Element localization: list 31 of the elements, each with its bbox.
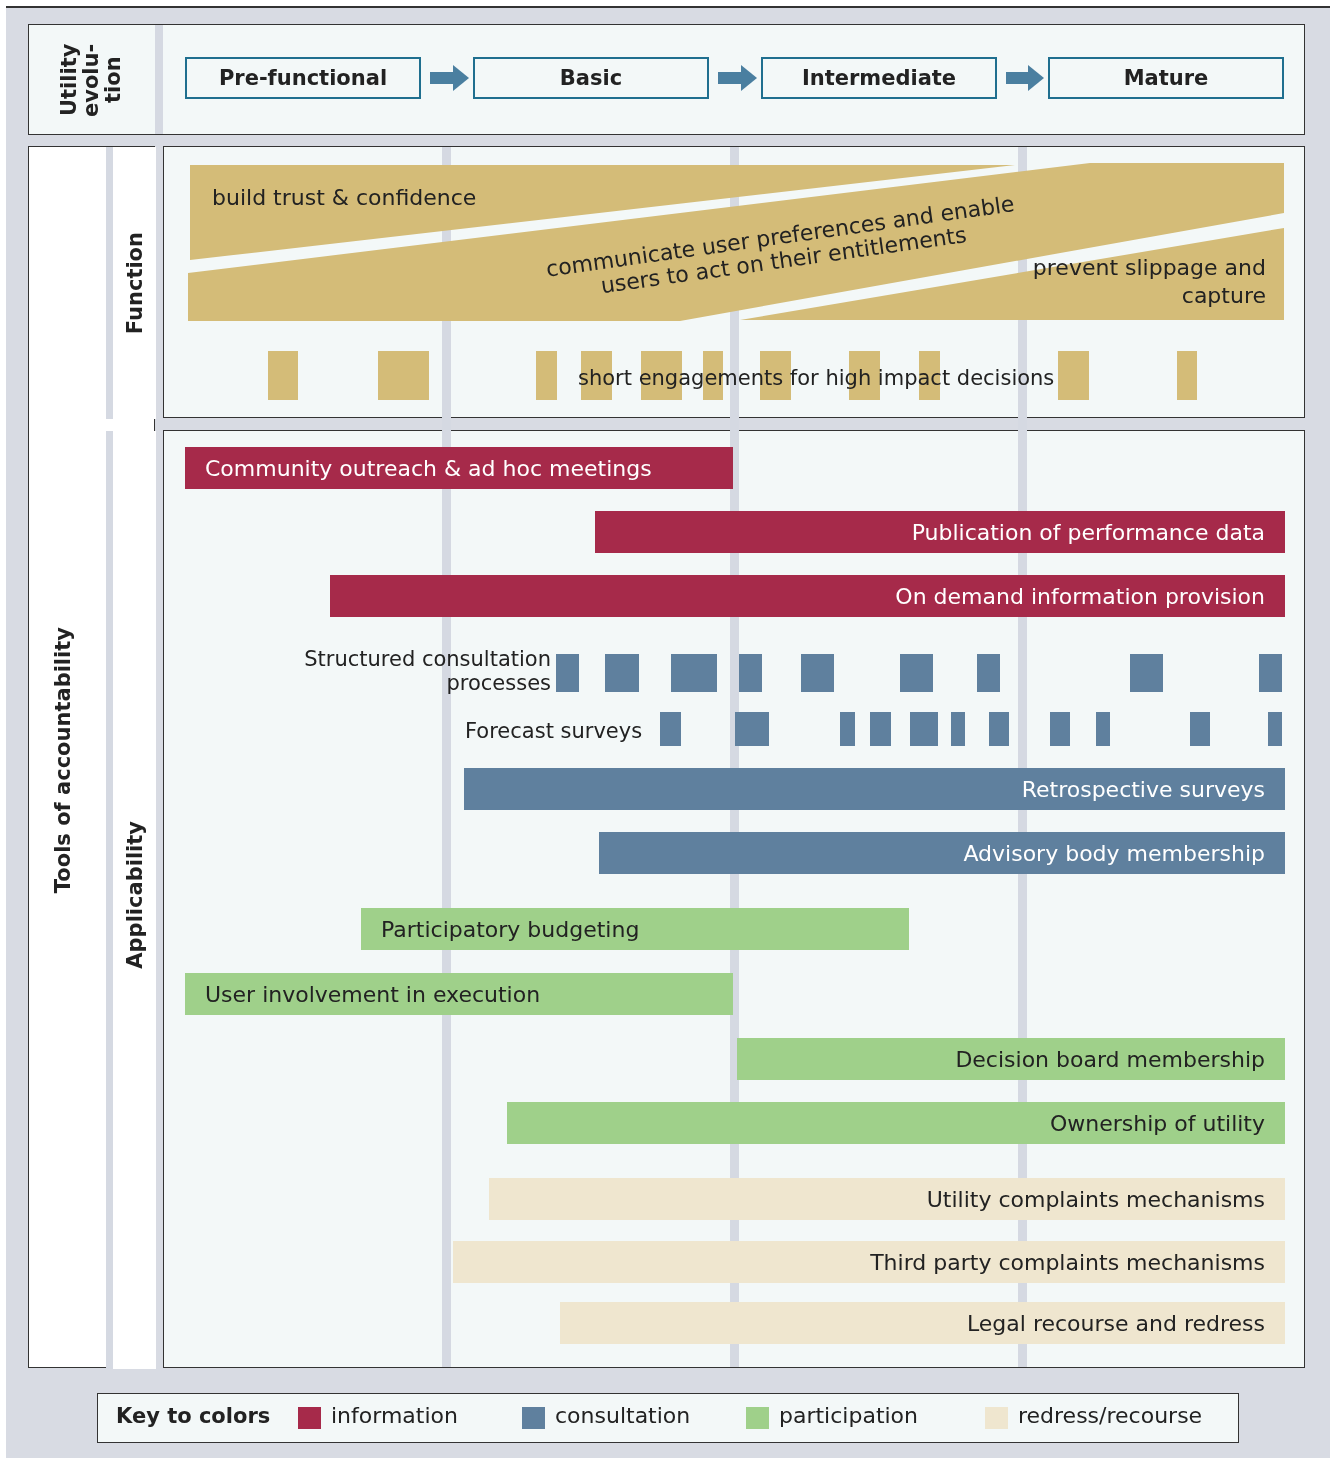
- tool-bar: Publication of performance data: [595, 511, 1285, 553]
- row-label: Forecast surveys: [465, 719, 643, 743]
- legend-title: Key to colors: [116, 1404, 271, 1428]
- tool-bar: Third party complaints mechanisms: [453, 1241, 1285, 1283]
- legend-label: redress/recourse: [1018, 1403, 1203, 1428]
- tool-bar: Advisory body membership: [599, 832, 1285, 874]
- stage-box: Basic: [473, 57, 709, 99]
- tool-bar: Ownership of utility: [507, 1102, 1285, 1144]
- stage-box: Pre-functional: [185, 57, 421, 99]
- row-header: Applicability: [106, 431, 156, 1369]
- row-header: Function: [106, 147, 156, 419]
- legend-label: information: [331, 1403, 458, 1428]
- row-label: Structured consultation processes: [303, 647, 551, 696]
- tool-bar: User involvement in execution: [185, 973, 733, 1015]
- tool-bar: Legal recourse and redress: [560, 1302, 1285, 1344]
- tool-bar: Retrospective surveys: [464, 768, 1285, 810]
- row-header: Utility evolu-tion: [28, 24, 155, 135]
- tool-bar: On demand information provision: [330, 575, 1285, 617]
- tool-bar: Decision board membership: [737, 1038, 1285, 1080]
- tool-bar: Utility complaints mechanisms: [489, 1178, 1285, 1220]
- tool-bar: Community outreach & ad hoc meetings: [185, 447, 733, 489]
- arrow: [718, 65, 757, 91]
- band-title: Tools of accountability: [51, 627, 75, 894]
- column-header: [28, 146, 155, 1368]
- arrow: [430, 65, 469, 91]
- tool-bar: Participatory budgeting: [361, 908, 909, 950]
- stage-box: Mature: [1048, 57, 1284, 99]
- legend-label: consultation: [555, 1403, 691, 1428]
- legend-label: participation: [779, 1403, 919, 1428]
- arrow: [1006, 65, 1044, 91]
- stage-box: Intermediate: [761, 57, 997, 99]
